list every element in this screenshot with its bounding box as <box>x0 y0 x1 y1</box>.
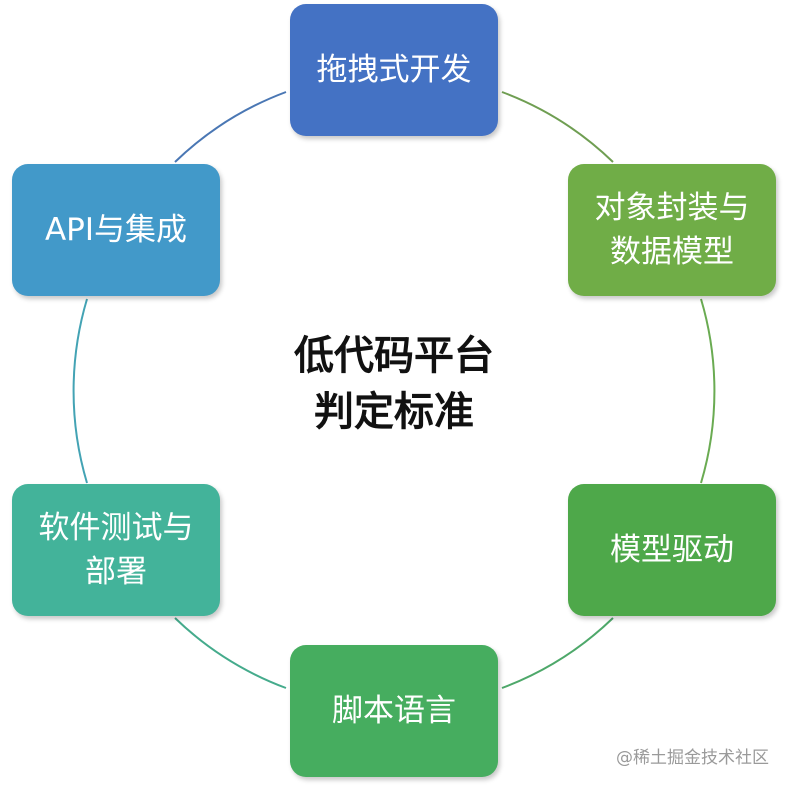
node-label: 数据模型 <box>610 234 734 270</box>
center-title-line: 判定标准 <box>314 389 474 435</box>
node-label: 对象封装与 <box>594 190 750 226</box>
connector-arc <box>501 91 614 163</box>
connector-arc <box>72 298 88 484</box>
node-label: 部署 <box>85 554 147 590</box>
connector-arc <box>174 91 287 163</box>
node-api-integration[interactable]: API与集成 <box>12 164 220 296</box>
node-label: API与集成 <box>44 212 188 248</box>
connector-arc <box>700 298 716 484</box>
node-script-language[interactable]: 脚本语言 <box>290 645 498 777</box>
watermark: @稀土掘金技术社区 <box>616 748 769 768</box>
connector-arc <box>501 617 614 689</box>
center-title: 低代码平台 判定标准 <box>244 328 544 440</box>
center-title-line: 低代码平台 <box>294 333 494 379</box>
connector-arc <box>174 617 287 689</box>
node-model-driven[interactable]: 模型驱动 <box>568 484 776 616</box>
node-label: 模型驱动 <box>610 532 734 568</box>
node-drag-and-drop-development[interactable]: 拖拽式开发 <box>290 4 498 136</box>
node-label: 拖拽式开发 <box>316 52 472 88</box>
node-object-encapsulation-data-model[interactable]: 对象封装与 数据模型 <box>568 164 776 296</box>
node-software-testing-deployment[interactable]: 软件测试与 部署 <box>12 484 220 616</box>
node-label: 脚本语言 <box>332 693 456 729</box>
node-label: 软件测试与 <box>38 510 194 546</box>
